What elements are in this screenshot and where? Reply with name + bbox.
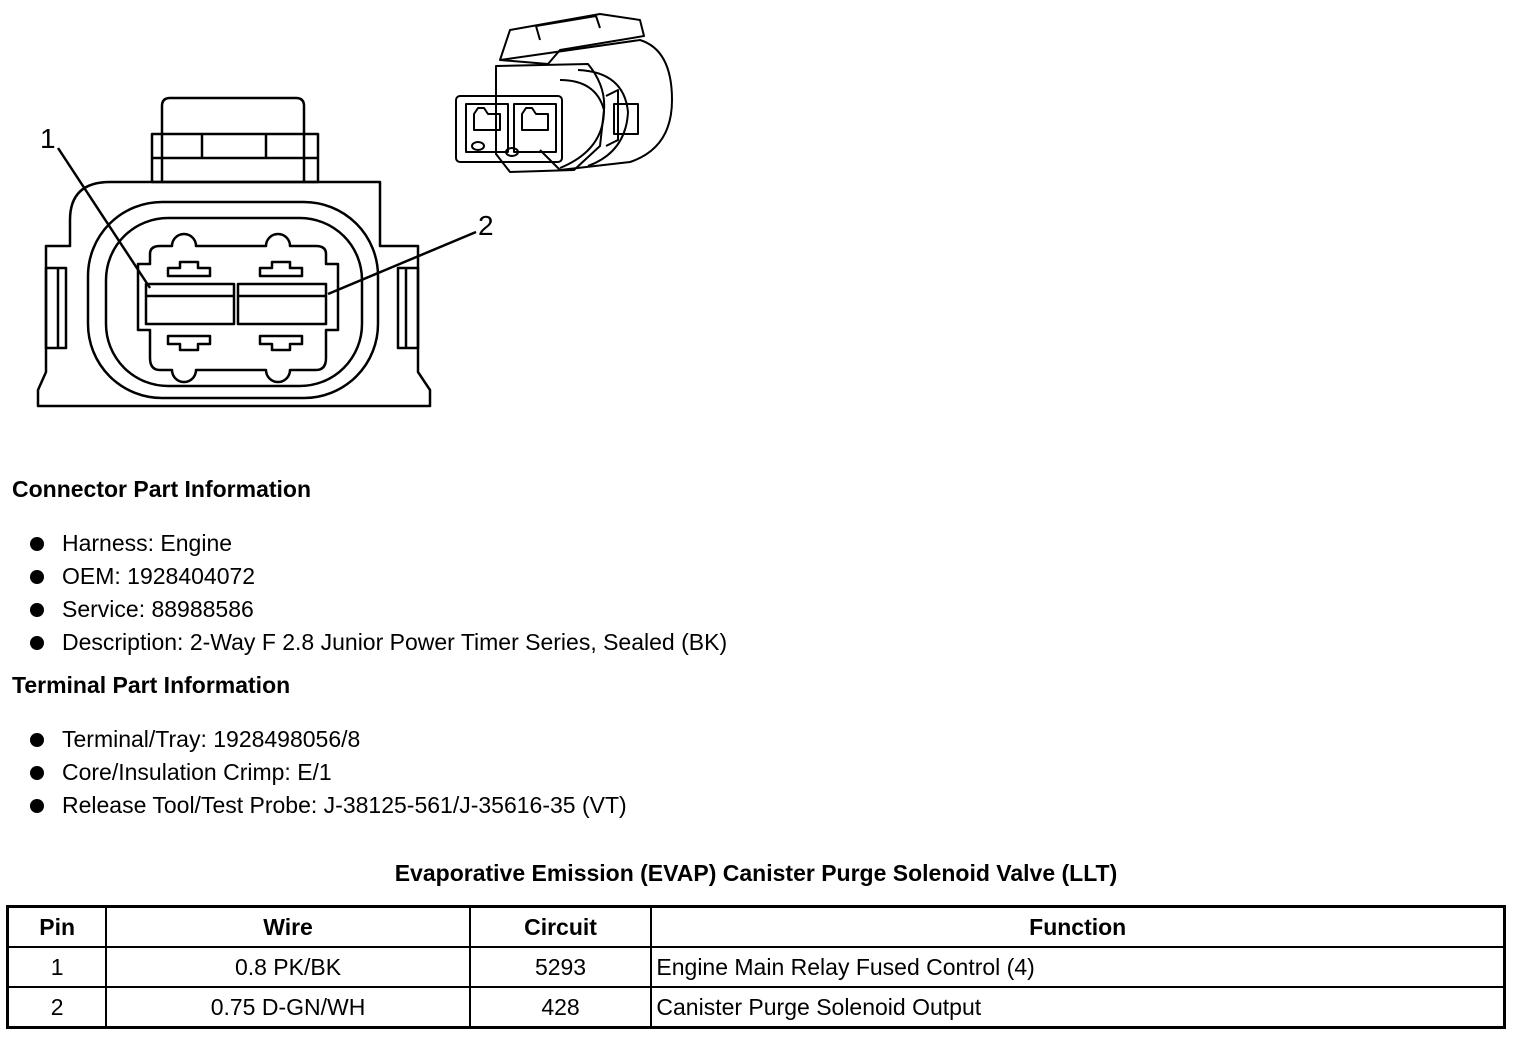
bullet-icon [30,603,44,617]
terminal-2 [236,282,328,326]
list-item: Core/Insulation Crimp: E/1 [28,756,627,789]
list-item: Terminal/Tray: 1928498056/8 [28,723,627,756]
terminal-1 [144,282,236,326]
list-item: Description: 2-Way F 2.8 Junior Power Ti… [28,626,727,659]
connector-drawing: 1 2 [36,13,673,408]
list-item: Release Tool/Test Probe: J-38125-561/J-3… [28,789,627,822]
terminal-tray-text: Terminal/Tray: 1928498056/8 [62,726,361,752]
header-wire: Wire [105,905,471,948]
table-row: 1 0.8 PK/BK 5293 Engine Main Relay Fused… [6,946,1506,988]
list-item: Service: 88988586 [28,593,727,626]
cell-function: Engine Main Relay Fused Control (4) [650,946,1506,988]
description-text: Description: 2-Way F 2.8 Junior Power Ti… [62,629,728,655]
pin-1-leader [56,147,152,289]
list-item: Harness: Engine [28,527,727,560]
crimp-text: Core/Insulation Crimp: E/1 [62,759,332,785]
service-text: Service: 88988586 [62,596,254,622]
connector-3d-view [455,13,673,173]
header-pin: Pin [6,905,108,948]
cell-pin: 1 [6,946,108,988]
header-circuit: Circuit [468,905,653,948]
connector-housing [36,180,432,408]
oem-text: OEM: 1928404072 [62,563,256,589]
cell-pin: 2 [6,986,108,1029]
cell-wire: 0.75 D-GN/WH [105,986,471,1029]
release-tool-text: Release Tool/Test Probe: J-38125-561/J-3… [62,792,627,818]
cell-circuit: 5293 [468,946,653,988]
connector-seal [86,200,380,400]
table-row: 2 0.75 D-GN/WH 428 Canister Purge Soleno… [6,986,1506,1029]
terminal-part-heading: Terminal Part Information [12,672,291,698]
table-title: Evaporative Emission (EVAP) Canister Pur… [394,860,1118,886]
bullet-icon [30,733,44,747]
bullet-icon [30,799,44,813]
header-function: Function [650,905,1506,948]
cell-function: Canister Purge Solenoid Output [650,986,1506,1029]
bullet-icon [30,537,44,551]
connector-part-list: Harness: Engine OEM: 1928404072 Service:… [28,527,727,659]
pin-2-label: 2 [478,210,494,241]
bullet-icon [30,636,44,650]
pinout-table: Pin Wire Circuit Function 1 0.8 PK/BK 52… [6,905,1506,1029]
bullet-icon [30,570,44,584]
pin-1-label: 1 [40,123,56,154]
pin-2-leader [327,230,477,296]
connector-latch [160,96,306,182]
cell-circuit: 428 [468,986,653,1029]
connector-part-heading: Connector Part Information [12,476,312,502]
table-header-row: Pin Wire Circuit Function [6,905,1506,948]
list-item: OEM: 1928404072 [28,560,727,593]
bullet-icon [30,766,44,780]
harness-text: Harness: Engine [62,530,233,556]
cell-wire: 0.8 PK/BK [105,946,471,988]
terminal-part-list: Terminal/Tray: 1928498056/8 Core/Insulat… [28,723,627,822]
terminal-cavity [136,232,340,384]
